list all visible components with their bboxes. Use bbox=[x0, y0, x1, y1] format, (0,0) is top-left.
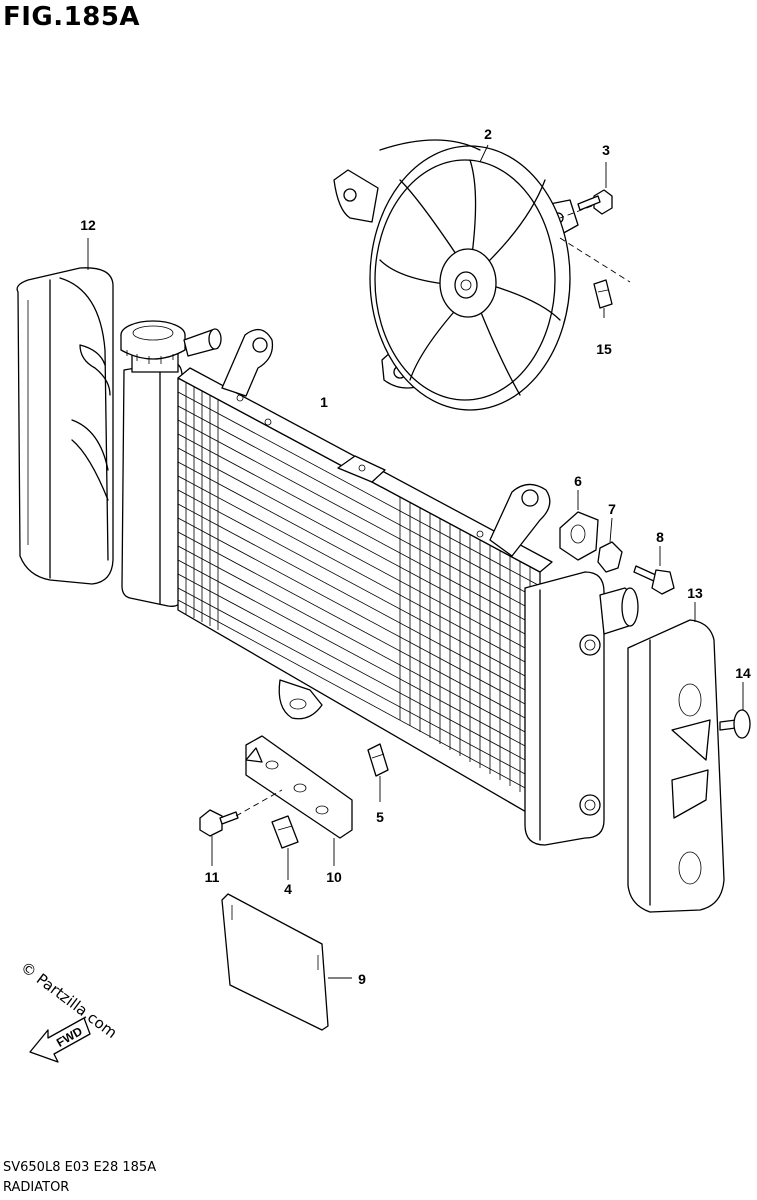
radiator[interactable] bbox=[120, 320, 639, 846]
clip-nut-5[interactable] bbox=[367, 743, 389, 777]
fan-bolt[interactable] bbox=[577, 189, 613, 215]
callout-15: 15 bbox=[596, 341, 612, 357]
heat-shield-plate[interactable] bbox=[221, 893, 329, 1031]
callout-6: 6 bbox=[574, 473, 582, 489]
clip-nut-15[interactable] bbox=[593, 279, 613, 309]
callout-5: 5 bbox=[376, 809, 384, 825]
right-side-cover[interactable] bbox=[627, 619, 725, 913]
figure-name: RADIATOR bbox=[3, 1180, 70, 1195]
bolt-8[interactable] bbox=[633, 565, 675, 595]
bolt-11[interactable] bbox=[199, 809, 239, 837]
callout-1: 1 bbox=[320, 394, 328, 410]
clip-nut-4[interactable] bbox=[271, 815, 299, 849]
callout-7: 7 bbox=[608, 501, 616, 517]
callout-9: 9 bbox=[358, 971, 366, 987]
callout-4: 4 bbox=[284, 881, 292, 897]
callout-numbers: 1 2 3 4 5 6 7 8 9 10 11 12 13 14 15 bbox=[80, 126, 751, 987]
bracket[interactable] bbox=[245, 735, 353, 839]
callout-2: 2 bbox=[484, 126, 492, 142]
callout-14: 14 bbox=[735, 665, 751, 681]
left-side-cover[interactable] bbox=[16, 267, 114, 585]
callout-11: 11 bbox=[205, 869, 220, 885]
callout-8: 8 bbox=[656, 529, 664, 545]
figure-code: SV650L8 E03 E28 185A bbox=[3, 1160, 157, 1175]
callout-3: 3 bbox=[602, 142, 610, 158]
cooling-fan[interactable] bbox=[333, 139, 579, 411]
callout-10: 10 bbox=[326, 869, 342, 885]
callout-13: 13 bbox=[687, 585, 703, 601]
cushion[interactable] bbox=[559, 511, 599, 561]
bolt-14[interactable] bbox=[719, 709, 751, 739]
spacer[interactable] bbox=[597, 541, 623, 573]
figure-title: FIG.185A bbox=[3, 2, 141, 32]
callout-12: 12 bbox=[80, 217, 96, 233]
leader-lines bbox=[87, 144, 744, 979]
fwd-arrow-icon: FWD bbox=[29, 1017, 91, 1063]
